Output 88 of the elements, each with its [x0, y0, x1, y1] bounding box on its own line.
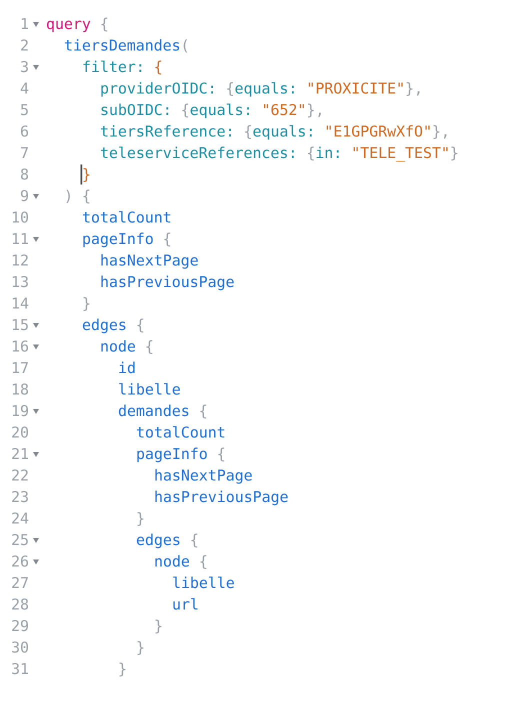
code-token: { [155, 60, 162, 74]
line-number: 15 [12, 319, 28, 330]
line-number: 27 [12, 576, 28, 588]
line-number: 9 [20, 190, 28, 202]
code-token: { [227, 82, 233, 96]
line-number: 4 [20, 82, 28, 94]
code-token: libelle [119, 383, 180, 395]
code-token: pageInfo [137, 448, 207, 462]
code-token: providerOIDC: [101, 82, 214, 97]
line-number: 1 [22, 18, 28, 29]
code-token: "E1GPGRwXfO" [326, 125, 430, 137]
line-number: 8 [20, 168, 28, 180]
line-number: 6 [21, 125, 28, 137]
line-number: 31 [12, 662, 28, 674]
line-number: 2 [21, 39, 28, 50]
line-number: 13 [12, 276, 28, 288]
line-number: 22 [12, 469, 28, 480]
code-token: }, [434, 125, 446, 139]
line-number: 20 [12, 426, 28, 438]
code-token: demandes [118, 404, 188, 416]
code-token: "PROXICITE" [308, 82, 403, 94]
code-token: totalCount [136, 426, 224, 438]
code-token: node [155, 555, 189, 567]
code-token: } [84, 168, 90, 182]
code-token: subOIDC: [102, 104, 168, 116]
line-number: 17 [12, 362, 28, 373]
code-token: query [47, 20, 90, 32]
code-token: } [138, 512, 144, 526]
line-number: 29 [12, 620, 28, 632]
line-number: 11 [12, 233, 28, 244]
line-number: 28 [12, 598, 28, 610]
code-token: { [146, 340, 152, 354]
line-number: 23 [12, 490, 28, 502]
line-number: 25 [12, 534, 28, 546]
code-token: equals: [235, 82, 294, 97]
code-token: equals: [253, 125, 312, 140]
code-token: { [200, 555, 206, 569]
code-token: { [200, 404, 206, 418]
line-number: 21 [12, 448, 28, 459]
code-token: "TELE_TEST" [354, 146, 448, 162]
line-number: 3 [21, 60, 28, 72]
line-number: 10 [12, 211, 28, 223]
line-number: 19 [12, 404, 28, 416]
line-number: 18 [12, 383, 28, 395]
code-token: hasNextPage [155, 469, 252, 484]
line-number: 26 [12, 555, 28, 567]
code-token: hasNextPage [101, 254, 198, 269]
code-token: { [245, 125, 251, 139]
code-token: ) { [66, 190, 90, 204]
code-token: { [182, 104, 188, 118]
code-token: ( [184, 39, 188, 52]
code-token: } [120, 662, 126, 676]
line-number: 24 [12, 512, 28, 524]
code-token: { [101, 18, 108, 32]
line-number: 7 [21, 147, 28, 158]
line-number: 14 [12, 298, 28, 308]
code-token: "652" [264, 104, 304, 116]
code-token: hasPreviousPage [155, 490, 288, 506]
code-token: equals: [190, 104, 249, 118]
code-token: totalCount [82, 211, 170, 223]
code-token: { [137, 318, 144, 332]
code-token: filter: [83, 60, 142, 72]
code-token: in: [316, 146, 339, 158]
code-token: }, [308, 104, 321, 118]
code-token: libelle [173, 576, 234, 588]
code-token: }, [406, 82, 420, 96]
code-token: { [191, 534, 198, 548]
code-token: { [308, 146, 314, 160]
code-token: node [101, 340, 135, 352]
code-token: pageInfo [83, 232, 153, 248]
code-token: edges [136, 534, 180, 548]
line-number: 12 [12, 254, 28, 266]
code-token: { [164, 232, 170, 246]
line-number: 5 [21, 104, 28, 116]
code-token: } [452, 146, 458, 160]
code-token: url [173, 598, 198, 610]
code-token: } [84, 297, 90, 311]
code-token: } [156, 620, 162, 634]
code-token: edges [82, 318, 126, 334]
code-token: tiersReference: [100, 125, 231, 137]
code-token: teleserviceReferences: [100, 146, 294, 158]
code-token: hasPreviousPage [101, 276, 234, 290]
line-number: 16 [12, 340, 28, 352]
code-token: { [218, 448, 224, 462]
code-token: tiersDemandes [64, 39, 180, 51]
line-number: 30 [12, 641, 28, 653]
code-token: } [138, 641, 144, 655]
code-token: id [119, 362, 135, 374]
